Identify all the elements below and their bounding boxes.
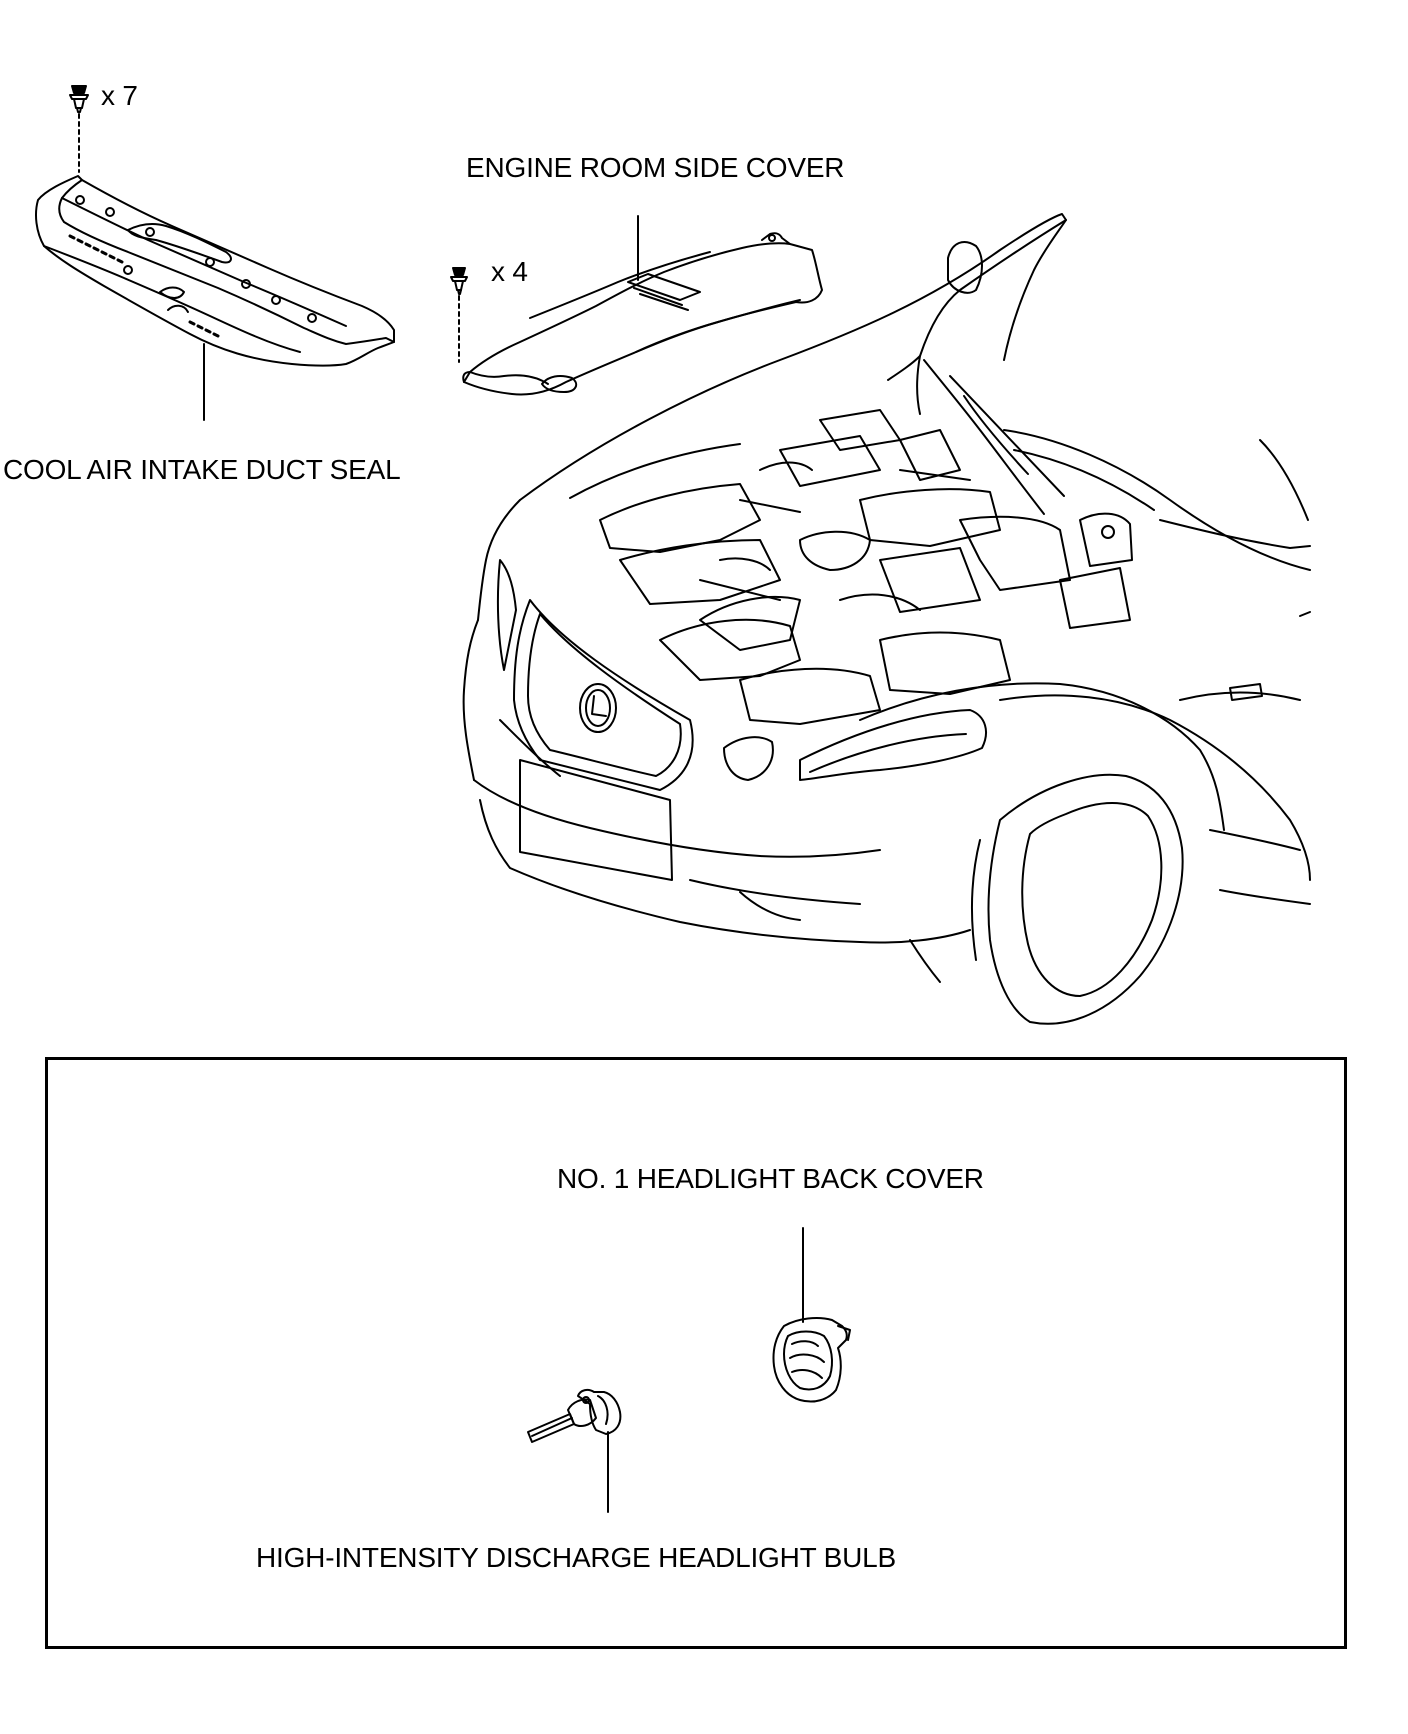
front-wheel — [1021, 802, 1163, 997]
front-tire — [987, 773, 1184, 1025]
cool-air-intake-duct-seal-drawing — [35, 85, 395, 421]
cool-air-intake-duct-seal-label: COOL AIR INTAKE DUCT SEAL — [3, 454, 401, 485]
headlamp-right — [799, 709, 987, 781]
emblem — [579, 683, 617, 733]
headlight-back-cover-label: NO. 1 HEADLIGHT BACK COVER — [557, 1163, 984, 1194]
inset-frame — [45, 1057, 1347, 1649]
license-plate-area — [519, 759, 673, 881]
hid-headlight-bulb-label: HIGH-INTENSITY DISCHARGE HEADLIGHT BULB — [256, 1542, 896, 1573]
headlight-back-cover-drawing — [772, 1227, 851, 1403]
headlamp-left — [496, 559, 517, 671]
vehicle-front-view-drawing — [462, 213, 1311, 1025]
side-mirror — [947, 241, 983, 294]
side-marker — [1229, 683, 1263, 701]
clip-qty-side-cover-label: x 4 — [491, 256, 528, 287]
clip-icon-side-cover — [450, 267, 468, 295]
clip-qty-duct-seal-label: x 7 — [101, 80, 138, 111]
engine-room-side-cover-drawing — [450, 215, 823, 396]
grille — [513, 599, 694, 791]
clip-icon-duct-seal — [69, 85, 89, 113]
hid-headlight-bulb-drawing — [527, 1388, 622, 1513]
engine-room-side-cover-label: ENGINE ROOM SIDE COVER — [466, 152, 845, 183]
